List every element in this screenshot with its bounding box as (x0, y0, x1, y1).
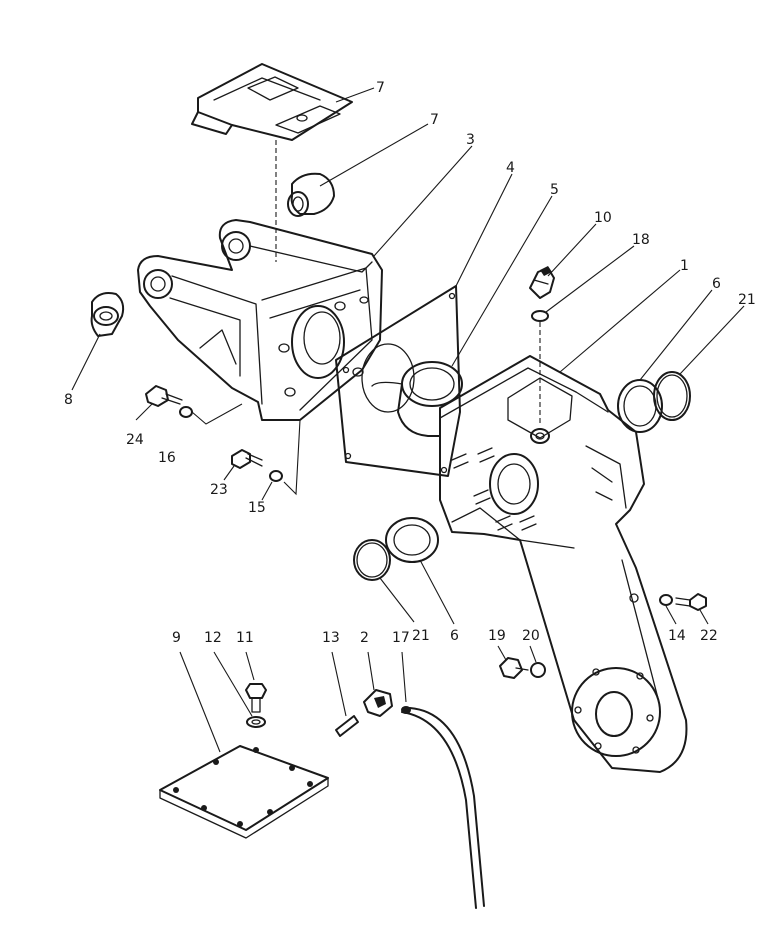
leader-24 (135, 403, 153, 421)
leader-18-to-housing (191, 403, 243, 425)
leader-3 (373, 145, 473, 257)
callout-5: 5 (550, 182, 559, 198)
callout-15: 19 (488, 628, 506, 644)
leader-19 (529, 645, 537, 663)
part-17-washer (269, 470, 283, 482)
callout-10: 11 (236, 630, 254, 646)
part-4-gasket (335, 285, 461, 477)
callout-7-upper: 7 (430, 112, 439, 128)
part-15-drain-plug (499, 657, 529, 679)
callout-18: 16 (158, 450, 176, 466)
leader-2 (367, 651, 375, 691)
hole-marker-16 (629, 593, 639, 603)
part-11-hose (401, 706, 485, 909)
callout-14: 12 (204, 630, 222, 646)
callout-16: 14 (668, 628, 686, 644)
part-24-bolt (145, 385, 183, 407)
part-14-washer (246, 716, 266, 728)
callout-9: 9 (172, 630, 181, 646)
part-9-bottom-plate (159, 745, 329, 839)
callout-24: 24 (126, 432, 144, 448)
leader-4 (455, 173, 513, 287)
leader-21-lower (379, 577, 415, 623)
leader-5 (451, 195, 553, 367)
part-1-final-drive-case (439, 355, 688, 773)
part-21-o-ring-right (653, 371, 691, 421)
part-8-cover-plate (191, 63, 353, 141)
leader-21-right (679, 305, 745, 375)
leader-20 (545, 245, 635, 313)
leader-6-lower (419, 559, 455, 625)
leader-10 (245, 651, 255, 681)
callout-1: 1 (680, 258, 689, 274)
part-5-flange-sleeve (371, 361, 463, 437)
leader-22 (699, 609, 709, 625)
part-3-main-housing (137, 219, 383, 421)
leader-17 (261, 481, 273, 501)
part-6-oil-seal-lower (385, 517, 439, 563)
part-16-washer (659, 594, 673, 606)
leader-23 (223, 465, 235, 481)
callout-3: 3 (466, 132, 475, 148)
leader-9 (179, 651, 221, 753)
part-23-bolt (231, 449, 263, 469)
callout-20: 18 (632, 232, 650, 248)
leader-14 (213, 651, 253, 717)
callout-13: 13 (322, 630, 340, 646)
callout-21-lower: 21 (412, 628, 430, 644)
leader-16 (665, 605, 677, 625)
leader-7-left (71, 333, 101, 391)
callout-21-right: 21 (738, 292, 756, 308)
callout-11: 17 (392, 630, 410, 646)
part-13-pin (335, 715, 359, 737)
part-19-washer (530, 662, 546, 678)
part-21-o-ring-lower (353, 539, 391, 581)
callout-19: 20 (522, 628, 540, 644)
leader-7-upper (319, 123, 429, 187)
part-7-bushing-left (90, 292, 125, 337)
part-22-bolt (675, 593, 707, 611)
part-7-bushing-upper (287, 172, 335, 217)
callout-17: 15 (248, 500, 266, 516)
callout-6-lower: 6 (450, 628, 459, 644)
leader-6-right (639, 289, 713, 381)
leader-1 (559, 269, 681, 373)
callout-8: 7 (376, 80, 385, 96)
callout-22: 22 (700, 628, 718, 644)
part-10-bolt (245, 683, 267, 713)
leader-15 (497, 645, 507, 661)
part-12-breather-plug (529, 266, 555, 299)
part-20-washer (531, 310, 549, 322)
part-18-washer (179, 406, 193, 418)
leader-12 (547, 223, 597, 277)
leader-8 (335, 87, 375, 103)
callout-6-right: 6 (712, 276, 721, 292)
callout-23: 23 (210, 482, 228, 498)
callout-7-left: 8 (64, 392, 73, 408)
callout-2: 2 (360, 630, 369, 646)
callout-12: 10 (594, 210, 612, 226)
part-2-clamp (363, 689, 393, 717)
leader-13 (331, 651, 347, 717)
leader-11 (401, 651, 407, 703)
callout-4: 4 (506, 160, 515, 176)
leader-17-to-housing (283, 419, 301, 496)
